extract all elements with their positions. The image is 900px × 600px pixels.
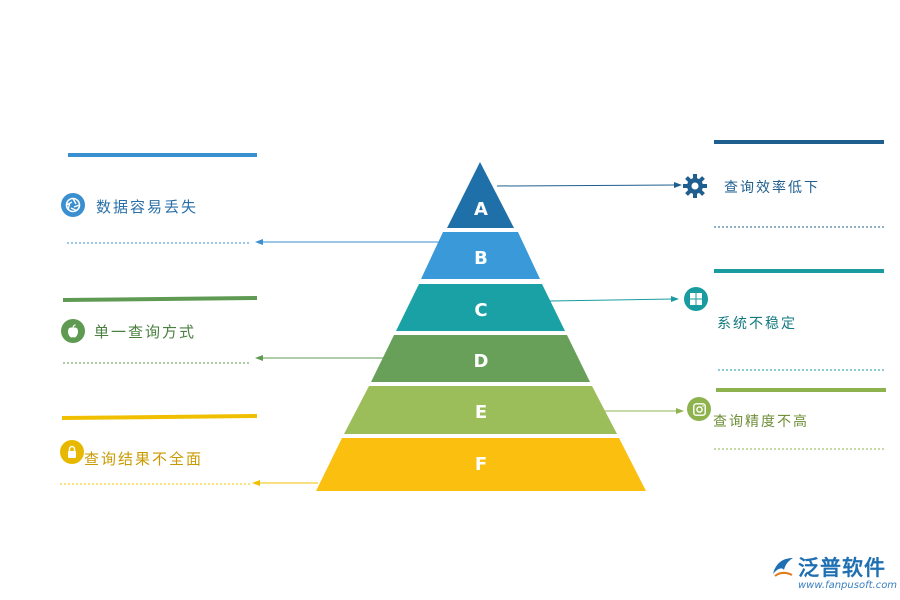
windows-icon <box>684 287 708 311</box>
pyramid-letter-b: B <box>474 248 488 269</box>
right-item-label-1: 查询效率低下 <box>724 180 820 196</box>
pyramid-level-c <box>396 284 565 331</box>
left-item-label-1: 数据容易丢失 <box>96 198 199 216</box>
aperture-icon <box>61 193 85 217</box>
instagram-icon <box>687 397 711 421</box>
brand-mark-icon <box>773 558 793 577</box>
lock-icon <box>60 440 84 464</box>
left-thick-line-3 <box>61 414 258 420</box>
left-item-label-2: 单一查询方式 <box>94 323 197 341</box>
pyramid-level-d <box>371 335 590 382</box>
brand-url: www.fanpusoft.com <box>798 580 898 591</box>
brand-logo: 泛普软件 www.fanpusoft.com <box>770 552 898 598</box>
brand-name: 泛普软件 <box>798 556 886 580</box>
left-item-label-3: 查询结果不全面 <box>84 450 204 468</box>
pyramid-letter-c: C <box>474 300 487 321</box>
connector-f-left <box>252 480 318 486</box>
pyramid-letter-e: E <box>475 402 487 423</box>
gear-icon <box>682 173 708 199</box>
pyramid-letter-a: A <box>474 199 488 220</box>
pyramid-letter-d: D <box>474 351 489 372</box>
left-thick-line-2 <box>62 296 258 302</box>
pyramid-level-b <box>421 232 540 279</box>
apple-icon <box>61 319 85 343</box>
connector-b-left <box>255 239 440 245</box>
pyramid-level-e <box>344 386 617 434</box>
right-item-label-2: 系统不稳定 <box>717 316 797 332</box>
pyramid-letter-f: F <box>475 454 487 475</box>
connector-d-left <box>255 355 390 361</box>
connector-e-right <box>605 408 684 414</box>
connector-c-right <box>549 296 679 302</box>
connector-a-right <box>496 182 682 188</box>
right-item-label-3: 查询精度不高 <box>713 414 809 430</box>
pyramid-level-a <box>447 162 514 228</box>
pyramid-level-f <box>316 438 646 491</box>
